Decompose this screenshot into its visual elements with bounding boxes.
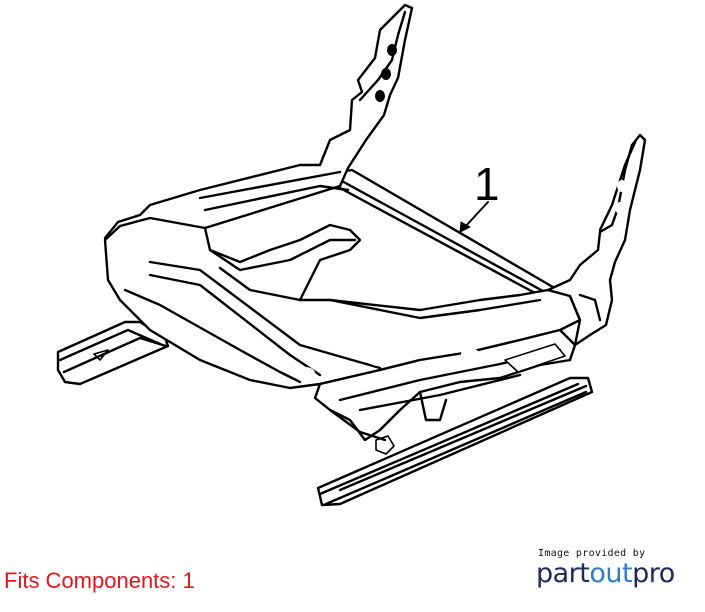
brand-wordmark: partoutpro [536, 558, 675, 589]
right-side-frame [546, 133, 647, 347]
left-seat-track-rail [56, 320, 170, 386]
partoutpro-logo: Image provided by partoutpro [536, 548, 696, 598]
callout-number: 1 [474, 158, 500, 210]
brand-word-part: part [536, 558, 590, 589]
callout-leader-line [463, 201, 489, 229]
callout-arrow-head [459, 221, 471, 233]
brand-word-pro: pro [632, 558, 675, 589]
left-side-frame [103, 3, 414, 240]
callout-1: 1 [459, 158, 500, 233]
right-seat-track-rail [316, 376, 594, 507]
front-lower-linkage [313, 328, 577, 455]
fits-components-label: Fits Components: 1 [4, 568, 195, 593]
seat-pan-frame [103, 216, 582, 390]
brand-word-out: out [589, 558, 633, 589]
image-provided-by-text: Image provided by [538, 548, 646, 559]
rear-cross-tube [338, 168, 560, 302]
seat-frame-diagram: 1 [56, 3, 647, 507]
